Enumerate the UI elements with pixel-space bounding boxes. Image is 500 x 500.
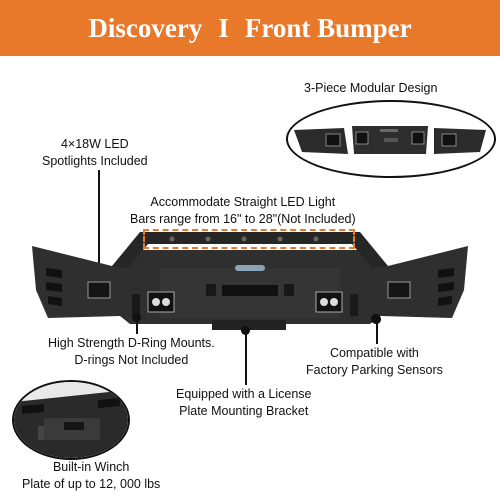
winch-plate-drawing	[14, 382, 128, 458]
modular-pieces-image	[286, 100, 496, 178]
banner-separator: I	[218, 12, 229, 43]
plate-leader-line	[245, 333, 247, 385]
banner-title-left: Discovery	[88, 12, 203, 43]
light-bar-label: Accommodate Straight LED Light Bars rang…	[130, 195, 356, 226]
led-spotlight-label: 4×18W LED Spotlights Included	[42, 137, 148, 168]
modular-design-label: 3-Piece Modular Design	[304, 81, 438, 95]
banner-title-right: Front Bumper	[244, 12, 412, 43]
parking-sensor-label: Compatible with Factory Parking Sensors	[306, 346, 443, 377]
led-leader-line	[98, 170, 100, 280]
license-plate-label: Equipped with a License Plate Mounting B…	[176, 387, 312, 418]
winch-plate-detail-image	[12, 380, 130, 460]
modular-pieces-drawing	[294, 126, 486, 154]
plate-leader-dot	[241, 326, 250, 335]
dring-mount-label: High Strength D-Ring Mounts. D-rings Not…	[48, 336, 215, 367]
light-bar-mount-highlight	[143, 229, 355, 249]
winch-plate-label: Built-in Winch Plate of up to 12, 000 lb…	[22, 460, 161, 491]
dring-leader-line	[136, 320, 138, 334]
title-banner: Discovery I Front Bumper	[0, 0, 500, 56]
sensor-leader-line	[376, 322, 378, 344]
dring-leader-dot	[132, 313, 141, 322]
sensor-leader-dot	[372, 315, 381, 324]
